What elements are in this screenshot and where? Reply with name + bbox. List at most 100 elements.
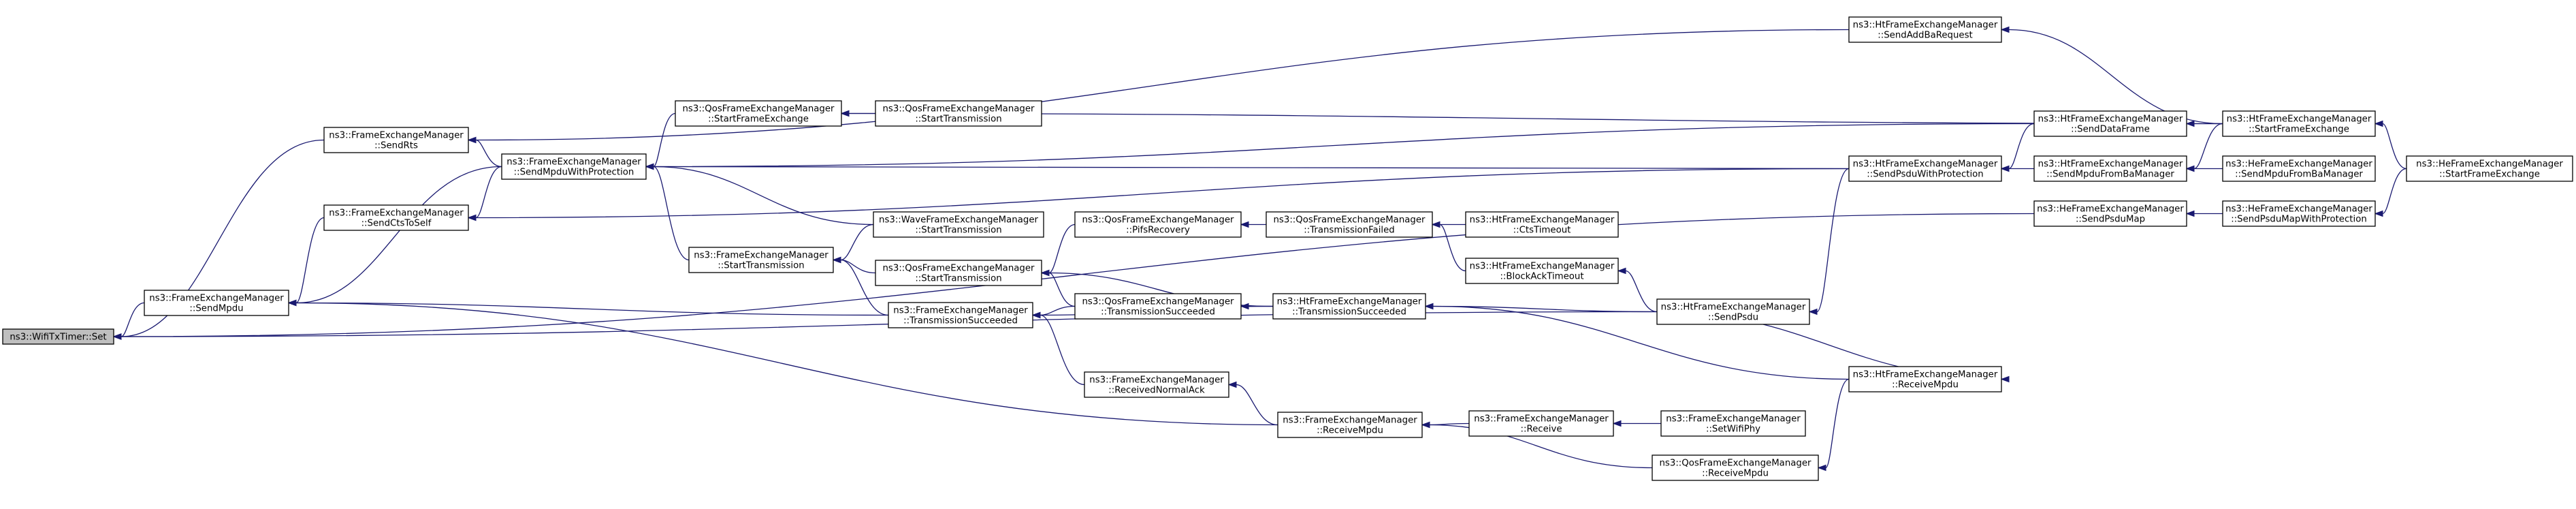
call-edge-line [1439, 223, 1466, 272]
function-node[interactable]: ns3::WaveFrameExchangeManager::StartTran… [873, 211, 1044, 238]
call-edge [287, 299, 1278, 426]
call-edge-line [1432, 305, 1658, 313]
function-node[interactable]: ns3::FrameExchangeManager::SendRts [323, 127, 469, 153]
call-edge-line [295, 217, 325, 304]
node-box [2, 328, 114, 345]
call-edge [2374, 168, 2407, 217]
node-method-label: ::StartFrameExchange [2439, 170, 2540, 180]
node-box [873, 211, 1044, 238]
call-edge-line [848, 112, 2223, 125]
node-class-label: ns3::FrameExchangeManager [329, 131, 464, 141]
node-method-label: ::PifsRecovery [1126, 226, 1190, 236]
function-node[interactable]: ns3::HtFrameExchangeManager::SendMpduFro… [2033, 155, 2187, 182]
node-box [1074, 211, 1242, 238]
function-node[interactable]: ns3::HtFrameExchangeManager::SendPsdu [1656, 298, 1810, 325]
node-box [501, 153, 647, 180]
node-method-label: ::TransmissionSucceeded [1292, 307, 1406, 318]
function-node[interactable]: ns3::QosFrameExchangeManager::Transmissi… [1074, 293, 1242, 320]
node-box [2222, 200, 2376, 227]
function-node[interactable]: ns3::HeFrameExchangeManager::SendPsduMap… [2222, 200, 2376, 227]
function-node[interactable]: ns3::FrameExchangeManager::SetWifiPhy [1660, 410, 1806, 437]
node-class-label: ns3::HtFrameExchangeManager [2038, 159, 2183, 170]
function-node[interactable]: ns3::HtFrameExchangeManager::CtsTimeout [1465, 211, 1619, 238]
node-class-label: ns3::HtFrameExchangeManager [1470, 215, 1615, 226]
call-edge-line [2008, 29, 2223, 125]
node-method-label: ::SendRts [374, 141, 418, 151]
call-edge [2185, 210, 2223, 217]
function-node[interactable]: ns3::FrameExchangeManager::SendCtsToSelf [323, 204, 469, 231]
node-method-label: ::SendAddBaRequest [1878, 31, 1972, 41]
node-class-label: ns3::HtFrameExchangeManager [1853, 159, 1998, 170]
function-node[interactable]: ns3::HtFrameExchangeManager::StartFrameE… [2222, 110, 2376, 137]
function-node[interactable]: ns3::HtFrameExchangeManager::SendDataFra… [2033, 110, 2187, 137]
node-box [1848, 366, 2002, 392]
node-class-label: ns3::FrameExchangeManager [1666, 414, 1801, 425]
function-node[interactable]: ns3::QosFrameExchangeManager::PifsRecove… [1074, 211, 1242, 238]
arrowhead-icon [1617, 267, 1626, 275]
call-edge-line [1625, 270, 1658, 313]
function-node[interactable]: ns3::FrameExchangeManager::Receive [1468, 410, 1614, 437]
arrowhead-icon [2374, 210, 2383, 217]
call-edge-line [1040, 305, 1076, 316]
function-node[interactable]: ns3::QosFrameExchangeManager::StartTrans… [875, 100, 1042, 127]
call-edge [287, 299, 889, 316]
function-node[interactable]: ns3::HeFrameExchangeManager::StartFrameE… [2406, 155, 2573, 182]
call-edge [2185, 165, 2223, 172]
call-edge-line [1432, 305, 1850, 380]
function-node[interactable]: ns3::HtFrameExchangeManager::SendAddBaRe… [1848, 16, 2002, 43]
node-box [2222, 155, 2376, 182]
function-node[interactable]: ns3::HeFrameExchangeManager::SendPsduMap [2033, 200, 2187, 227]
call-edge-line [840, 223, 874, 261]
function-node[interactable]: ns3::FrameExchangeManager::ReceiveMpdu [1277, 412, 1423, 438]
function-node[interactable]: ns3::QosFrameExchangeManager::ReceiveMpd… [1652, 454, 1819, 481]
node-method-label: ::SendPsdu [1708, 313, 1758, 323]
function-node[interactable]: ns3::QosFrameExchangeManager::StartFrame… [675, 100, 842, 127]
call-edge-line [295, 166, 502, 304]
arrowhead-icon [1227, 381, 1237, 388]
call-nodes: ns3::WifiTxTimer::Setns3::FrameExchangeM… [2, 16, 2573, 481]
node-box [144, 290, 289, 316]
arrowhead-icon [1031, 311, 1041, 319]
node-class-label: ns3::FrameExchangeManager [506, 157, 641, 168]
function-node[interactable]: ns3::FrameExchangeManager::SendMpduWithP… [501, 153, 647, 180]
node-class-label: ns3::FrameExchangeManager [694, 251, 828, 261]
function-node[interactable]: ns3::HtFrameExchangeManager::BlockAckTim… [1465, 258, 1619, 284]
node-method-label: ::SendMpduFromBaManager [2046, 170, 2174, 180]
function-node[interactable]: ns3::FrameExchangeManager::StartTransmis… [688, 247, 834, 273]
node-box [2033, 155, 2187, 182]
node-method-label: ::ReceiveMpdu [1702, 469, 1769, 479]
node-method-label: ::SendDataFrame [2071, 125, 2150, 135]
function-node[interactable]: ns3::FrameExchangeManager::TransmissionS… [888, 302, 1033, 328]
node-box [1656, 298, 1810, 325]
function-node[interactable]: ns3::HeFrameExchangeManager::SendMpduFro… [2222, 155, 2376, 182]
root-node[interactable]: ns3::WifiTxTimer::Set [2, 328, 114, 345]
node-class-label: ns3::HtFrameExchangeManager [2227, 114, 2372, 125]
function-node[interactable]: ns3::HtFrameExchangeManager::SendPsduWit… [1848, 155, 2002, 182]
call-edge [645, 112, 676, 170]
call-edge [1431, 221, 1466, 272]
call-edge-line [653, 166, 690, 261]
arrowhead-icon [1612, 420, 1622, 427]
function-node[interactable]: ns3::QosFrameExchangeManager::Transmissi… [1266, 211, 1433, 238]
function-node[interactable]: ns3::HtFrameExchangeManager::Transmissio… [1272, 293, 1426, 320]
function-node[interactable]: ns3::QosFrameExchangeManager::StartTrans… [875, 260, 1042, 286]
node-box [1084, 371, 1229, 398]
function-node[interactable]: ns3::FrameExchangeManager::SendMpdu [144, 290, 289, 316]
call-edge-line [2382, 123, 2407, 170]
call-edge-line [1236, 384, 1278, 426]
call-edge [467, 168, 1850, 221]
arrowhead-icon [1040, 269, 1050, 277]
node-box [323, 204, 469, 231]
function-node[interactable]: ns3::HtFrameExchangeManager::ReceiveMpdu [1848, 366, 2002, 392]
node-method-label: ::ReceivedNormalAck [1108, 386, 1205, 396]
call-edge-line [653, 123, 2035, 168]
arrowhead-icon [2000, 165, 2010, 172]
node-method-label: ::Receive [1520, 425, 1562, 435]
arrowhead-icon [1240, 221, 1249, 228]
node-method-label: ::SetWifiPhy [1706, 425, 1760, 435]
function-node[interactable]: ns3::FrameExchangeManager::ReceivedNorma… [1084, 371, 1229, 398]
node-method-label: ::ReceiveMpdu [1317, 426, 1383, 436]
call-edge [112, 213, 2035, 340]
call-edge [1240, 221, 1267, 228]
